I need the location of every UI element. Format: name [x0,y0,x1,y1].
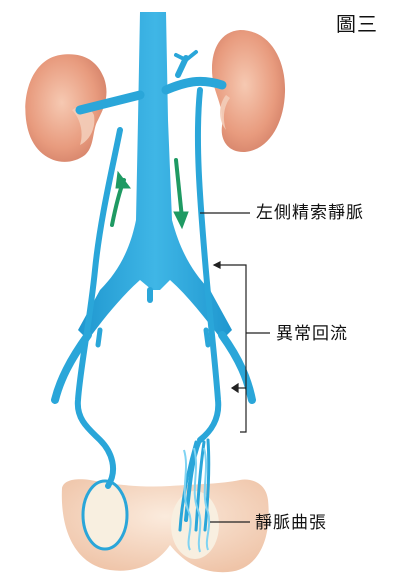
label-left-spermatic-vein: 左側精索靜脈 [256,205,364,222]
arrow-down-icon [174,212,188,228]
arrow-up-icon [116,172,130,188]
leader-lines [200,213,270,522]
figure-label: 圖三 [336,14,378,34]
right-kidney [212,30,285,152]
iliac-veins [55,290,252,400]
scrotum [62,479,269,572]
label-varicocele: 靜脈曲張 [255,515,327,532]
label-abnormal-reflux: 異常回流 [276,326,348,343]
